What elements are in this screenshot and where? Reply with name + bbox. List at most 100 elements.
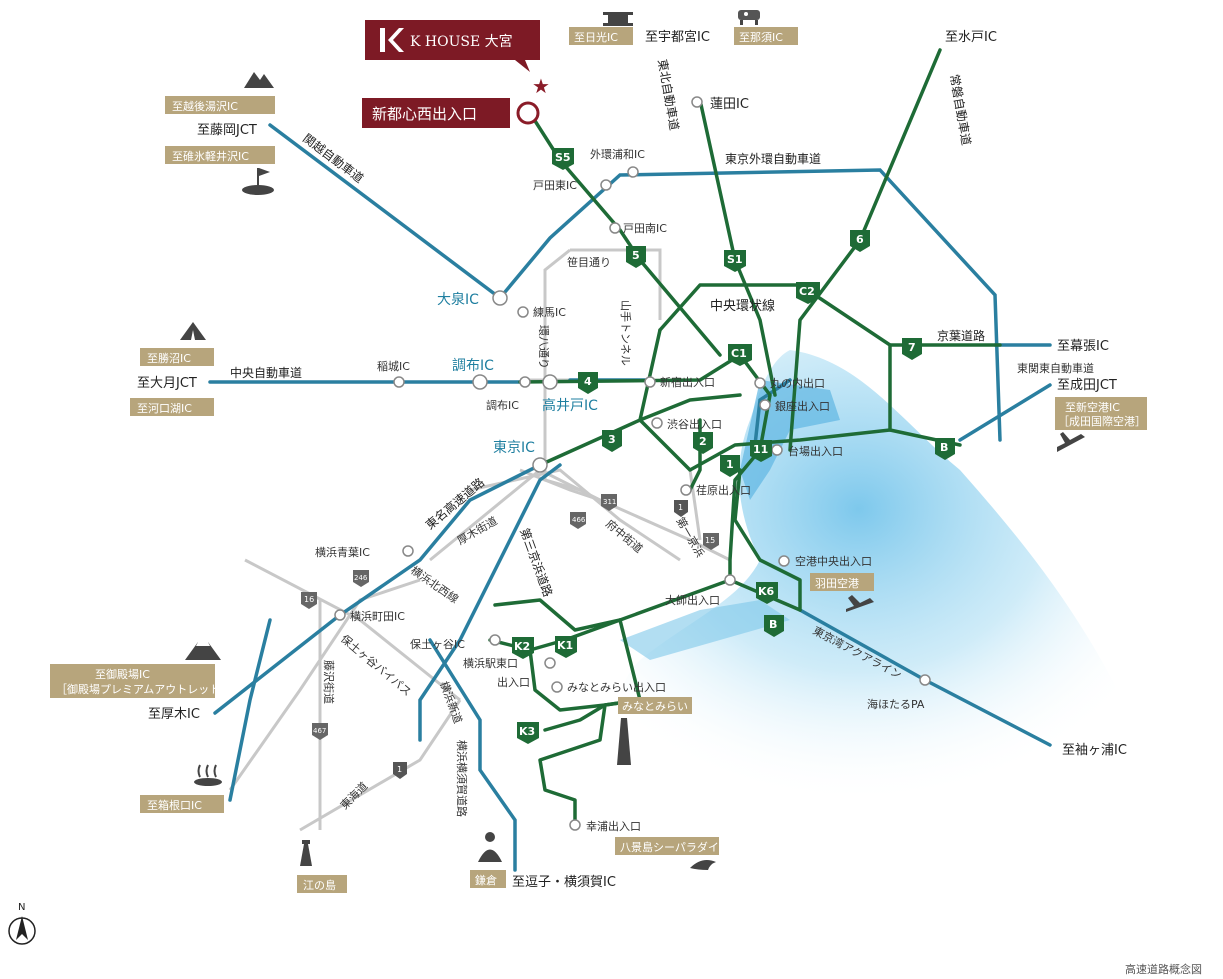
svg-text:6: 6 <box>856 233 864 246</box>
place-minatomirai-exit: みなとみらい出入口 <box>567 680 666 694</box>
svg-text:S5: S5 <box>555 151 571 164</box>
place-gaikan-urawa: 外環浦和IC <box>590 148 645 161</box>
cow-icon <box>738 10 760 25</box>
shield-4: 4 <box>578 372 598 394</box>
svg-text:311: 311 <box>603 498 616 506</box>
place-yokohama-station: 横浜駅東口 <box>463 656 518 670</box>
svg-text:5: 5 <box>632 249 640 262</box>
place-marunouchi: 丸の内出口 <box>770 376 825 390</box>
tag-kawaguchiko: 至河口湖IC <box>137 402 192 415</box>
svg-text:1: 1 <box>678 503 683 512</box>
place-narita-jct: 至成田JCT <box>1057 378 1117 393</box>
shield-1: 1 <box>720 455 740 477</box>
svg-text:S1: S1 <box>727 253 743 266</box>
tag-kamakura: 鎌倉 <box>475 873 497 887</box>
road-hodogaya-bypass: 保土ヶ谷バイパス <box>338 632 414 699</box>
landmark-tower-icon <box>617 718 631 765</box>
road-fujisawa-kaido: 藤沢街道 <box>322 660 336 704</box>
place-mito: 至水戸IC <box>945 30 997 45</box>
road-yokohama-shindo: 横浜新道 <box>437 679 465 725</box>
tag-usui: 至碓氷軽井沢IC <box>172 149 249 163</box>
place-otsuki: 至大月JCT <box>137 376 197 391</box>
tag-hakone: 至箱根口IC <box>147 798 202 812</box>
svg-text:K1: K1 <box>557 639 573 652</box>
place-sodegaura: 至袖ヶ浦IC <box>1062 743 1127 758</box>
tag-enoshima: 江の島 <box>303 878 336 892</box>
shield-11: 11 <box>750 440 772 462</box>
route-15: 15 <box>703 533 719 550</box>
tag-echigo: 至越後湯沢IC <box>172 99 238 113</box>
place-sachiura: 幸浦出入口 <box>586 819 641 833</box>
place-labels: 至宇都宮IC 至水戸IC 至藤岡JCT 蓮田IC 外環浦和IC 戸田東IC 戸田… <box>137 29 1127 890</box>
compass-label: N <box>18 902 25 913</box>
place-yokohama-machida: 横浜町田IC <box>350 609 405 623</box>
place-hasuda: 蓮田IC <box>710 97 749 112</box>
airplane-icon-narita <box>1057 432 1085 452</box>
road-sasame: 笹目通り <box>567 256 611 269</box>
svg-text:1: 1 <box>397 765 402 774</box>
svg-text:467: 467 <box>313 727 326 735</box>
pictograms <box>180 10 1085 870</box>
onsen-icon <box>194 764 222 786</box>
fuji-icon <box>185 642 221 660</box>
tag-narita-sub: ［成田国際空港］ <box>1058 414 1146 428</box>
svg-text:B: B <box>940 441 948 454</box>
svg-text:246: 246 <box>354 574 368 582</box>
tag-narita: 至新空港IC <box>1065 400 1120 414</box>
place-makuhari: 至幕張IC <box>1057 339 1109 354</box>
tag-hakkeijima: 八景島シーパラダイス <box>620 840 730 854</box>
shield-7: 7 <box>902 338 922 360</box>
shield-k6: K6 <box>756 582 778 604</box>
temple-icon <box>603 12 633 26</box>
place-yokohama-aoba: 横浜青葉IC <box>315 545 370 559</box>
road-chuo-kanjo: 中央環状線 <box>710 298 775 314</box>
shield-3: 3 <box>602 430 622 452</box>
place-shinjuku: 新宿出入口 <box>660 375 715 389</box>
tag-gotemba-sub: ［御殿場プレミアムアウトレット］ <box>56 682 231 696</box>
shield-2: 2 <box>693 432 713 454</box>
svg-text:B: B <box>769 618 777 631</box>
svg-text:C1: C1 <box>731 347 747 360</box>
route-1-north: 1 <box>674 500 688 517</box>
brand-name: K HOUSE 大宮 <box>410 34 513 50</box>
road-keiyo: 京葉道路 <box>937 328 985 343</box>
svg-text:K2: K2 <box>514 640 530 653</box>
destination-tags: 至日光IC 至那須IC 至越後湯沢IC 至碓氷軽井沢IC 至勝沼IC 至河口湖I… <box>50 27 1147 893</box>
road-tokaido: 東海道 <box>337 779 370 812</box>
tag-minatomirai: みなとみらい <box>622 700 688 713</box>
place-chofu-blue: 調布IC <box>452 358 494 374</box>
road-kanetsu: 関越自動車道 <box>300 131 366 186</box>
national-route-markers: 311 466 1 15 246 16 467 1 <box>301 494 719 779</box>
road-kanpachi: 環八通り <box>537 325 550 369</box>
road-joban: 常磐自動車道 <box>947 73 973 146</box>
svg-text:K3: K3 <box>519 725 535 738</box>
golf-icon <box>242 168 274 195</box>
tag-nikko: 至日光IC <box>574 30 618 44</box>
tag-gotemba: 至御殿場IC <box>95 667 150 681</box>
place-ginza: 銀座出入口 <box>775 399 830 413</box>
map-footer: 高速道路概念図 <box>1125 962 1202 976</box>
place-utsunomiya: 至宇都宮IC <box>645 29 710 45</box>
place-tokyo-ic: 東京IC <box>493 440 535 456</box>
place-chofu: 調布IC <box>486 398 519 412</box>
metropolitan-expressways <box>488 48 1002 827</box>
shield-5: 5 <box>626 246 646 268</box>
airplane-icon-haneda <box>846 595 874 612</box>
road-tohoku: 東北自動車道 <box>655 58 681 131</box>
shield-s5: S5 <box>552 148 574 170</box>
shield-c1: C1 <box>728 344 752 366</box>
route-246: 246 <box>353 570 369 587</box>
shield-b-east: B <box>935 438 955 460</box>
road-yokohama-hokusei: 横浜北西線 <box>408 563 461 606</box>
place-fujioka: 至藤岡JCT <box>197 123 257 138</box>
svg-text:16: 16 <box>304 595 314 604</box>
place-todahigashi: 戸田東IC <box>533 179 577 192</box>
tent-icon <box>180 322 206 340</box>
road-higashi-kanto: 東関東自動車道 <box>1017 361 1094 375</box>
shield-k2: K2 <box>512 637 534 659</box>
svg-text:7: 7 <box>908 341 916 354</box>
tag-nasu: 至那須IC <box>739 31 783 44</box>
place-takaido: 高井戸IC <box>542 397 598 414</box>
tag-katsunuma: 至勝沼IC <box>147 351 191 365</box>
